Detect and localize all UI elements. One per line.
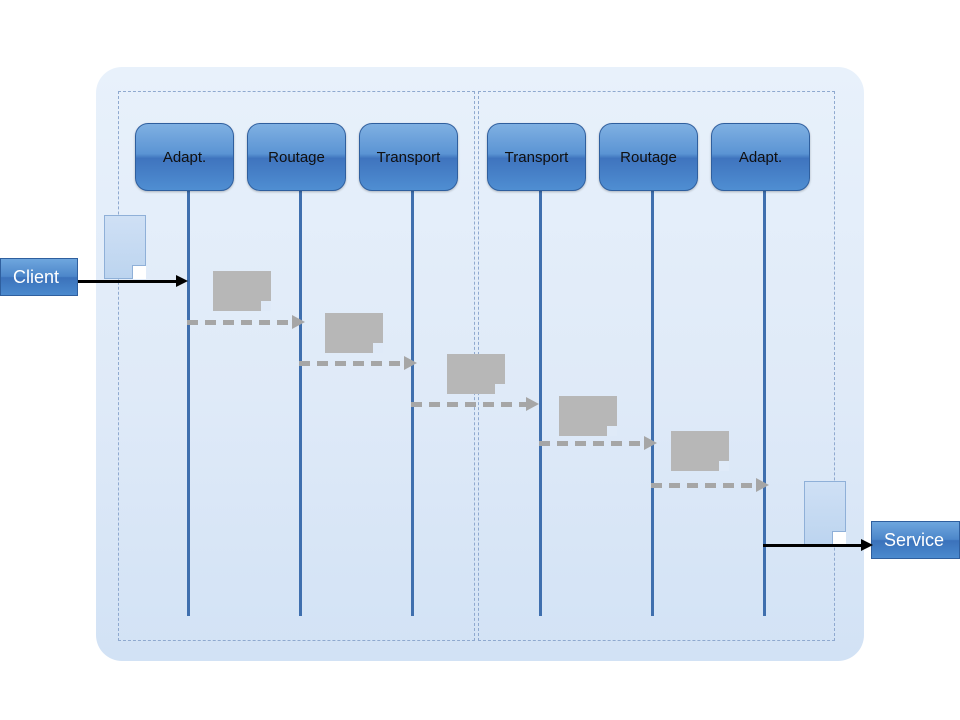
lifeline-service-transport bbox=[539, 186, 542, 616]
arrow-routage-to-transport bbox=[299, 356, 417, 370]
arrow-transport-to-routage bbox=[539, 436, 657, 450]
service-request-document-icon bbox=[804, 481, 846, 545]
arrow-shaft bbox=[299, 361, 404, 366]
arrow-head bbox=[644, 436, 657, 450]
layer-box-client-transport[interactable]: Transport bbox=[359, 123, 458, 191]
arrow-head bbox=[292, 315, 305, 329]
lifeline-service-routage bbox=[651, 186, 654, 616]
arrow-shaft bbox=[187, 320, 292, 325]
layer-label: Routage bbox=[620, 148, 677, 166]
layer-label: Adapt. bbox=[162, 148, 207, 166]
lifeline-client-routage bbox=[299, 186, 302, 616]
layer-label: Transport bbox=[504, 148, 569, 166]
endpoint-service[interactable]: Service bbox=[871, 521, 960, 559]
endpoint-client-label: Client bbox=[13, 266, 60, 287]
arrow-head bbox=[861, 539, 873, 551]
arrow-head bbox=[526, 397, 539, 411]
payload-4-icon bbox=[559, 396, 617, 436]
arrow-transport-to-transport bbox=[411, 397, 539, 411]
arrow-head bbox=[176, 275, 188, 287]
endpoint-client[interactable]: Client bbox=[0, 258, 78, 296]
lifeline-service-adapt bbox=[763, 186, 766, 616]
arrow-shaft bbox=[763, 544, 861, 547]
endpoint-service-label: Service bbox=[884, 529, 945, 550]
layer-label: Adapt. bbox=[738, 148, 783, 166]
lifeline-client-adapt bbox=[187, 186, 190, 616]
layer-label: Routage bbox=[268, 148, 325, 166]
arrow-shaft bbox=[539, 441, 644, 446]
layer-label: Transport bbox=[376, 148, 441, 166]
layer-box-client-routage[interactable]: Routage bbox=[247, 123, 346, 191]
payload-3-icon bbox=[447, 354, 505, 394]
arrow-routage-to-adapt bbox=[651, 478, 769, 492]
client-request-document-icon bbox=[104, 215, 146, 279]
arrow-shaft bbox=[411, 402, 526, 407]
arrow-shaft bbox=[78, 280, 176, 283]
arrow-client-to-adapt bbox=[78, 275, 188, 287]
lifeline-client-transport bbox=[411, 186, 414, 616]
payload-1-icon bbox=[213, 271, 271, 311]
layer-box-service-transport[interactable]: Transport bbox=[487, 123, 586, 191]
layer-box-service-routage[interactable]: Routage bbox=[599, 123, 698, 191]
layer-box-client-adapt[interactable]: Adapt. bbox=[135, 123, 234, 191]
arrow-head bbox=[404, 356, 417, 370]
payload-5-icon bbox=[671, 431, 729, 471]
layer-box-service-adapt[interactable]: Adapt. bbox=[711, 123, 810, 191]
arrow-head bbox=[756, 478, 769, 492]
arrow-adapt-to-routage bbox=[187, 315, 305, 329]
arrow-shaft bbox=[651, 483, 756, 488]
arrow-adapt-to-service bbox=[763, 539, 873, 551]
payload-2-icon bbox=[325, 313, 383, 353]
